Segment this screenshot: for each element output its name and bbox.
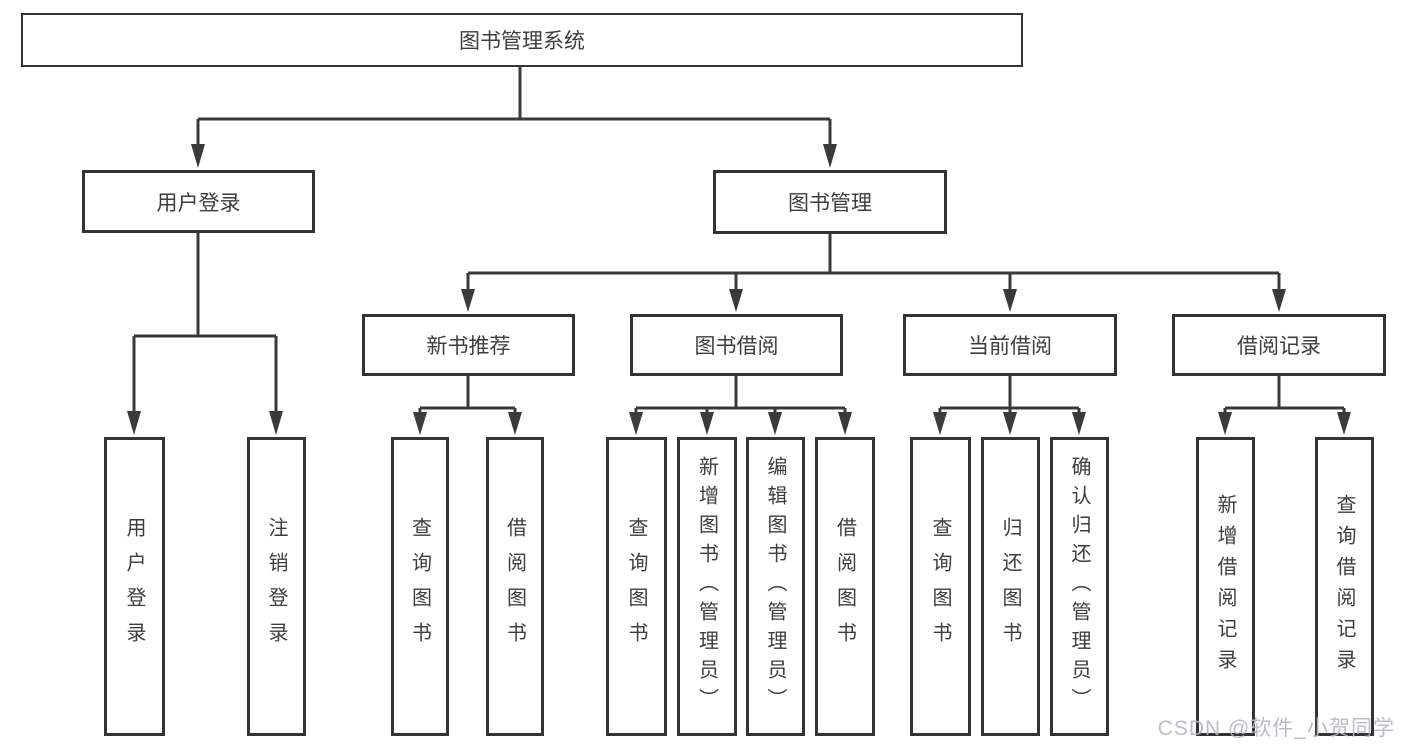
node-user-login: 用户登录 [82, 170, 315, 233]
connector-user-login-to-leaves [127, 233, 283, 435]
connector-book-borrowing-to-leaves [629, 376, 852, 435]
leaf-add-borrow-record: 新增借阅记录 [1196, 437, 1255, 736]
node-system-root: 图书管理系统 [21, 13, 1023, 67]
connector-current-borrowing-to-leaves [933, 376, 1086, 435]
leaf-logout: 注销登录 [247, 437, 306, 736]
node-borrowing-records: 借阅记录 [1172, 314, 1386, 376]
leaf-query-books-borrowing: 查询图书 [606, 437, 667, 736]
leaf-query-books-recommend: 查询图书 [391, 437, 449, 736]
csdn-watermark: CSDN @软件_小贺同学 [1157, 717, 1395, 740]
connector-new-book-recommendation-to-leaves [413, 376, 522, 435]
leaf-edit-books-admin: 编辑图书（管理员） [746, 437, 805, 736]
leaf-add-books-admin: 新增图书（管理员） [677, 437, 737, 736]
leaf-query-books-current: 查询图书 [910, 437, 971, 736]
leaf-borrow-books-borrowing: 借阅图书 [815, 437, 875, 736]
leaf-return-books: 归还图书 [981, 437, 1040, 736]
node-new-book-recommendation: 新书推荐 [362, 314, 575, 376]
leaf-user-login: 用户登录 [104, 437, 165, 736]
connector-root-to-level2 [191, 66, 837, 168]
leaf-query-borrow-record: 查询借阅记录 [1315, 437, 1374, 736]
leaf-confirm-return-admin: 确认归还（管理员） [1050, 437, 1109, 736]
leaf-borrow-books-recommend: 借阅图书 [486, 437, 544, 736]
node-book-management: 图书管理 [713, 170, 947, 234]
node-book-borrowing: 图书借阅 [630, 314, 843, 376]
node-current-borrowing: 当前借阅 [903, 314, 1117, 376]
connector-borrowing-records-to-leaves [1218, 376, 1351, 435]
connector-book-management-to-level3 [461, 234, 1286, 312]
